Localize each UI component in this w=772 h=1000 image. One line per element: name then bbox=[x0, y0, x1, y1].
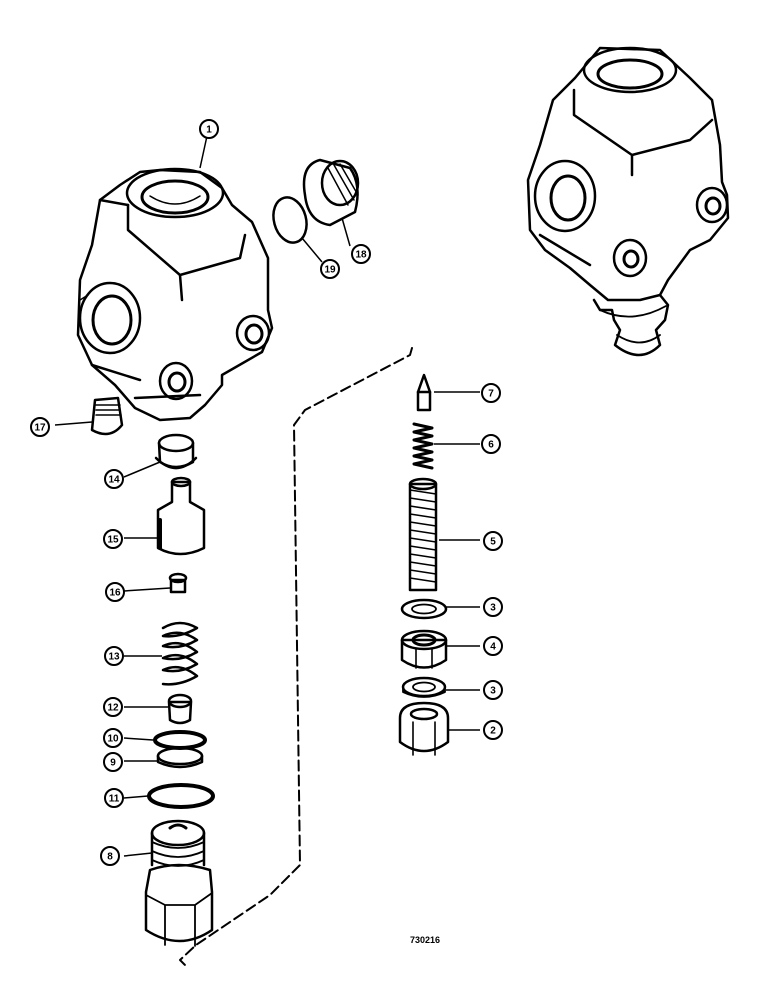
o-ring-11 bbox=[147, 783, 215, 809]
callout-label: 18 bbox=[355, 250, 367, 261]
pin-16 bbox=[168, 572, 188, 594]
callout-c7: 7 bbox=[481, 383, 501, 403]
callout-label: 12 bbox=[107, 703, 119, 714]
callout-circle bbox=[483, 531, 503, 551]
callout-c9: 9 bbox=[103, 752, 123, 772]
callout-label: 10 bbox=[107, 734, 119, 745]
cap-nut-2 bbox=[398, 701, 450, 756]
callout-label: 3 bbox=[490, 603, 496, 614]
callout-c12: 12 bbox=[103, 697, 123, 717]
callout-circle bbox=[104, 646, 124, 666]
callout-label: 6 bbox=[488, 440, 494, 451]
assembled-valve-view bbox=[526, 46, 730, 357]
callout-c19: 19 bbox=[320, 259, 340, 279]
callout-circle bbox=[104, 469, 124, 489]
callout-c3b: 3 bbox=[483, 680, 503, 700]
assembly-path-line bbox=[179, 347, 413, 969]
callout-label: 14 bbox=[108, 475, 120, 486]
callout-circle bbox=[481, 383, 501, 403]
plug-18 bbox=[302, 158, 360, 227]
callout-label: 16 bbox=[109, 588, 121, 599]
callout-label: 2 bbox=[490, 726, 496, 737]
callout-circle bbox=[481, 434, 501, 454]
callout-circle bbox=[351, 244, 371, 264]
nut-4 bbox=[400, 629, 448, 669]
stud-5 bbox=[408, 477, 438, 592]
figure-number: 730216 bbox=[410, 935, 440, 945]
o-ring-19 bbox=[272, 196, 308, 244]
callout-circle bbox=[483, 636, 503, 656]
callout-label: 8 bbox=[107, 852, 113, 863]
callout-label: 4 bbox=[490, 642, 496, 653]
callout-circle bbox=[199, 119, 219, 139]
callout-circle bbox=[103, 697, 123, 717]
callout-circle bbox=[483, 597, 503, 617]
adjuster-8 bbox=[144, 819, 214, 947]
callout-circle bbox=[105, 582, 125, 602]
callout-label: 9 bbox=[110, 758, 116, 769]
callout-c18: 18 bbox=[351, 244, 371, 264]
callout-label: 11 bbox=[109, 794, 120, 805]
callout-circle bbox=[103, 529, 123, 549]
ring-10 bbox=[153, 730, 207, 750]
callout-c3a: 3 bbox=[483, 597, 503, 617]
callout-c4: 4 bbox=[483, 636, 503, 656]
callout-c13: 13 bbox=[104, 646, 124, 666]
callout-c1: 1 bbox=[199, 119, 219, 139]
callout-c8: 8 bbox=[100, 846, 120, 866]
callout-c5: 5 bbox=[483, 531, 503, 551]
washer-3a bbox=[400, 598, 448, 620]
plug-17 bbox=[90, 396, 124, 436]
washer-3b bbox=[401, 676, 447, 698]
callout-circle bbox=[104, 788, 124, 808]
callout-circle bbox=[103, 752, 123, 772]
callout-layer: 1 19 18 17 14 15 16 13 12 10 9 11 8 7 6 5 3 4 3 2 bbox=[30, 119, 503, 866]
callout-c15: 15 bbox=[103, 529, 123, 549]
pin-7 bbox=[416, 373, 432, 412]
callout-label: 7 bbox=[488, 389, 494, 400]
callout-circle bbox=[320, 259, 340, 279]
poppet-15 bbox=[156, 476, 206, 556]
callout-label: 19 bbox=[324, 265, 336, 276]
seat-14 bbox=[154, 433, 198, 470]
callout-c2: 2 bbox=[483, 720, 503, 740]
valve-body bbox=[76, 167, 274, 422]
callout-label: 5 bbox=[490, 537, 496, 548]
callout-circle bbox=[100, 846, 120, 866]
callout-c6: 6 bbox=[481, 434, 501, 454]
washer-9 bbox=[156, 746, 204, 769]
callout-c10: 10 bbox=[103, 728, 123, 748]
callout-circle bbox=[483, 720, 503, 740]
callout-label: 15 bbox=[107, 535, 119, 546]
callout-c17: 17 bbox=[30, 417, 50, 437]
spacer-12 bbox=[167, 693, 193, 725]
callout-label: 13 bbox=[108, 652, 120, 663]
callout-label: 17 bbox=[34, 423, 46, 434]
leader-lines bbox=[54, 135, 480, 857]
callout-circle bbox=[483, 680, 503, 700]
callout-c11: 11 bbox=[104, 788, 124, 808]
callout-circle bbox=[30, 417, 50, 437]
spring-13 bbox=[161, 621, 199, 686]
callout-label: 1 bbox=[206, 125, 212, 136]
callout-label: 3 bbox=[490, 686, 496, 697]
callout-c14: 14 bbox=[104, 469, 124, 489]
callout-c16: 16 bbox=[105, 582, 125, 602]
callout-circle bbox=[103, 728, 123, 748]
spring-6 bbox=[412, 422, 434, 470]
